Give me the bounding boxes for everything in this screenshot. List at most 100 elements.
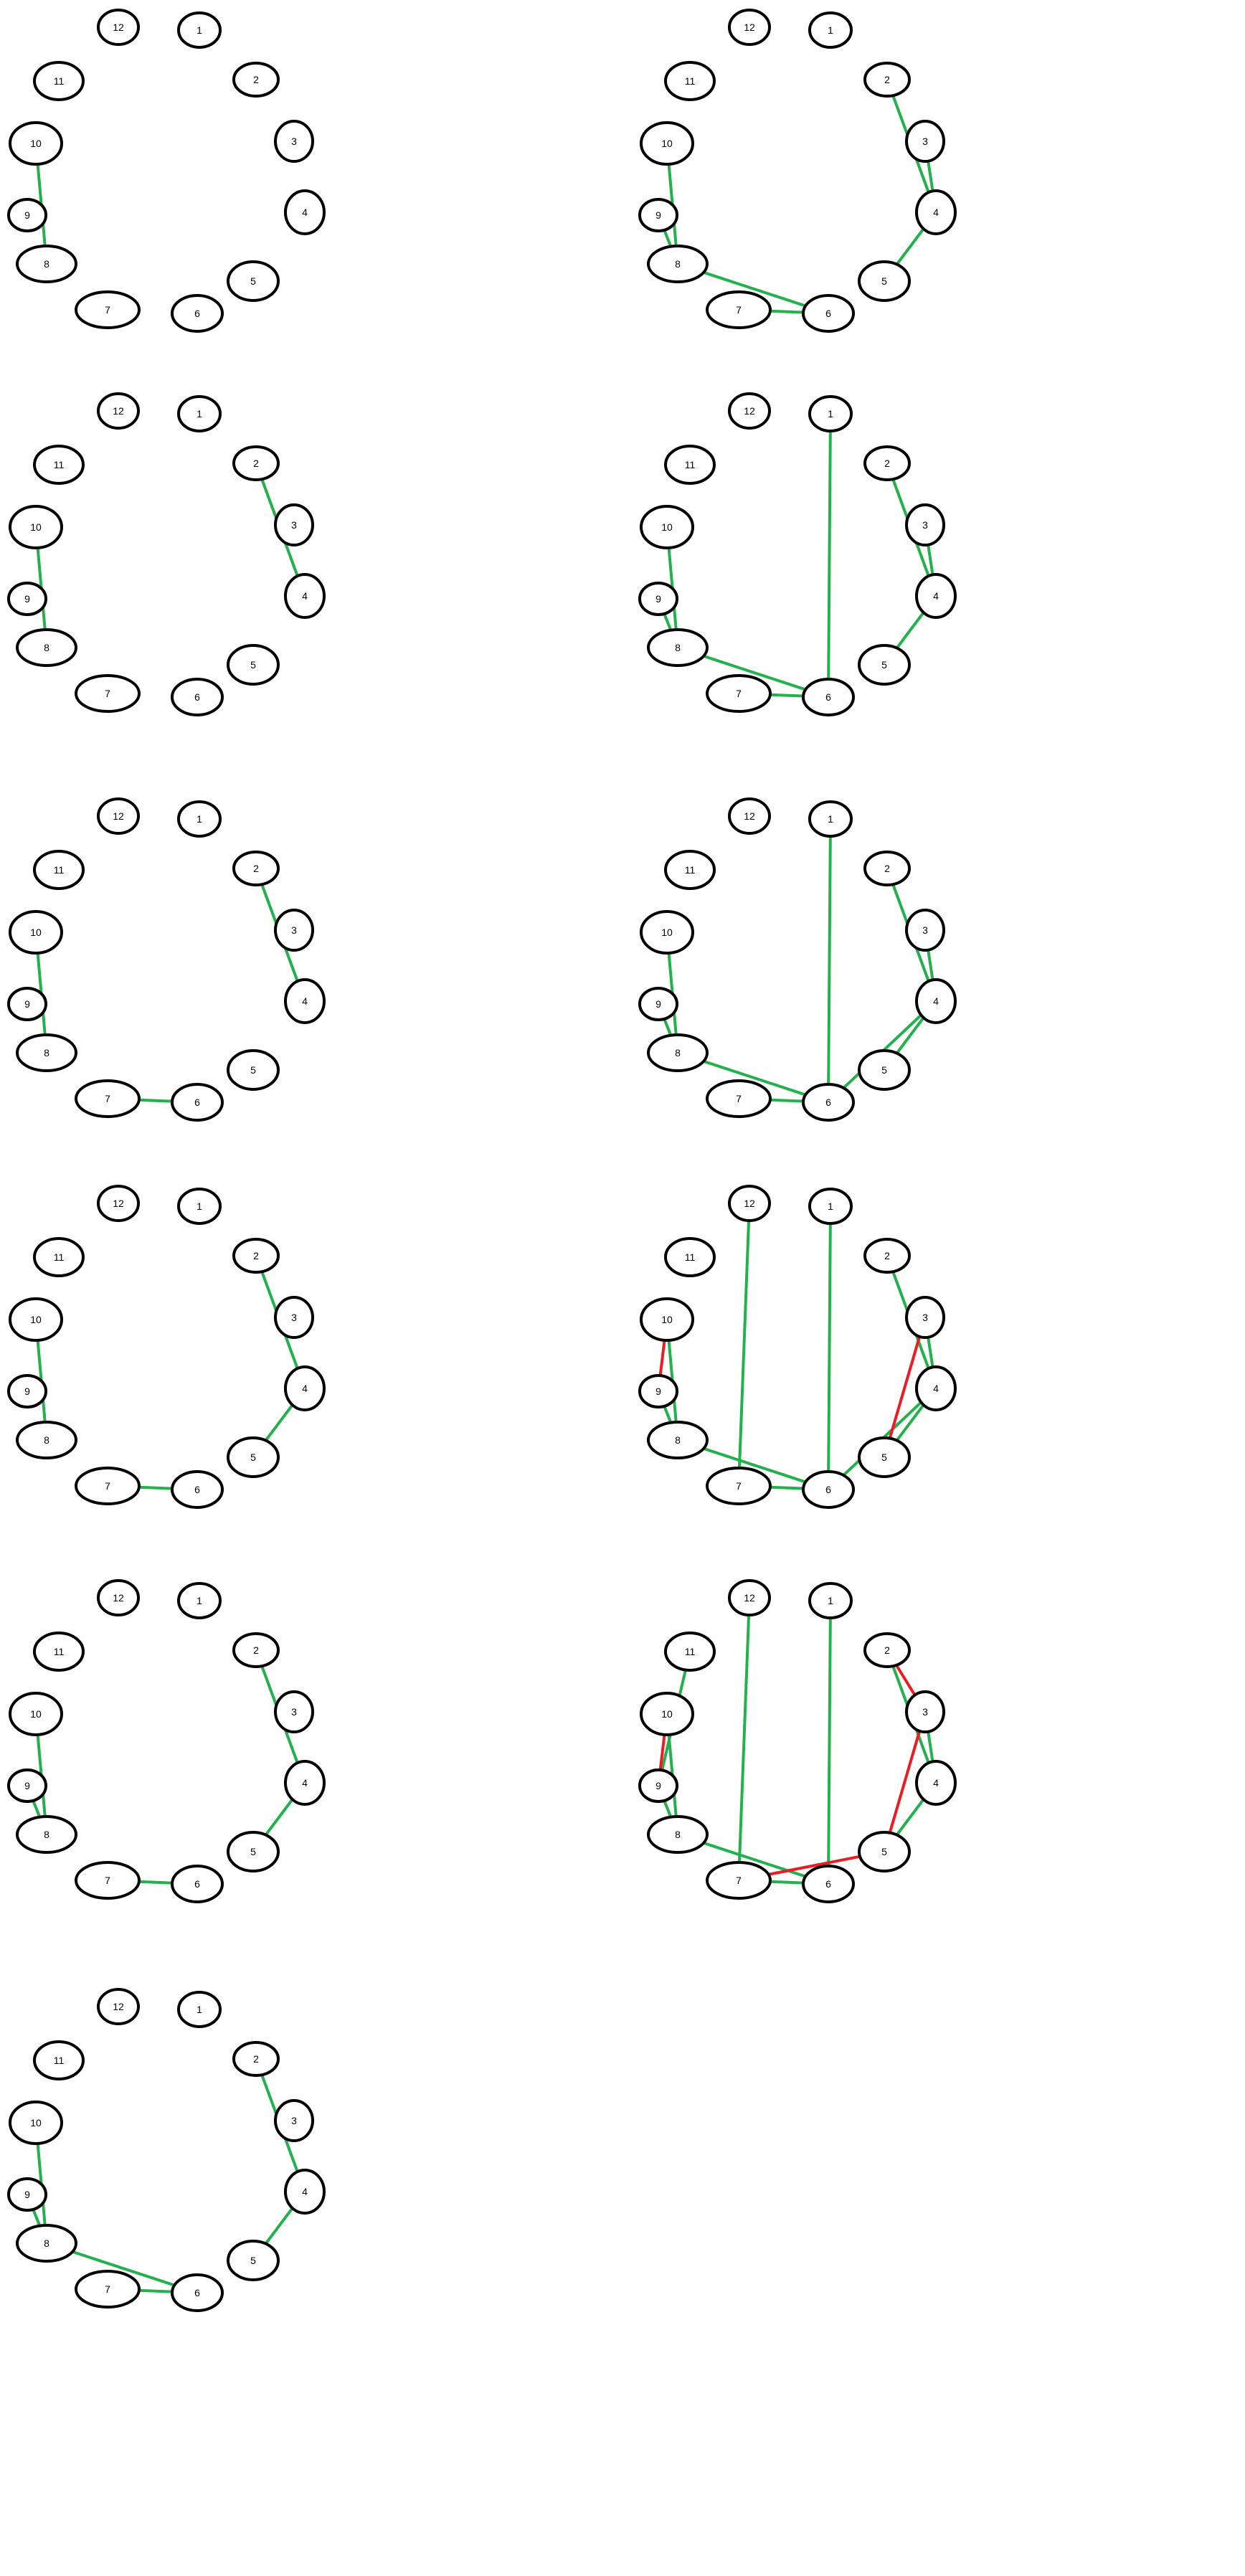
node-label: 7	[105, 1093, 110, 1104]
node-6: 6	[802, 1865, 855, 1903]
node-circle	[227, 644, 280, 686]
node-circle	[33, 1237, 85, 1277]
node-circle	[97, 1185, 140, 1222]
node-8: 8	[647, 245, 709, 283]
node-9: 9	[7, 582, 47, 616]
node-circle	[802, 1865, 855, 1903]
node-8: 8	[16, 245, 77, 283]
node-3: 3	[274, 120, 314, 163]
node-5: 5	[858, 1049, 911, 1091]
node-circle	[284, 978, 326, 1024]
node-9: 9	[638, 1768, 678, 1803]
node-10: 10	[9, 505, 63, 549]
node-label: 7	[105, 1480, 110, 1492]
node-9: 9	[638, 1374, 678, 1408]
node-label: 8	[44, 1829, 49, 1840]
node-4: 4	[284, 978, 326, 1024]
node-label: 2	[253, 1250, 259, 1261]
node-11: 11	[33, 850, 85, 890]
node-label: 9	[24, 2189, 30, 2200]
node-label: 6	[194, 308, 200, 319]
node-3: 3	[905, 1690, 945, 1733]
node-circle	[9, 1297, 63, 1342]
node-label: 1	[197, 2004, 202, 2015]
node-1: 1	[177, 11, 222, 49]
node-10: 10	[640, 1692, 694, 1736]
node-10: 10	[9, 910, 63, 955]
edge-12-7	[737, 1596, 751, 1882]
node-circle	[232, 1632, 280, 1668]
node-1: 1	[177, 1188, 222, 1225]
node-label: 10	[661, 521, 673, 533]
node-3: 3	[274, 1690, 314, 1733]
node-circle	[858, 1831, 911, 1872]
node-circle	[284, 2169, 326, 2215]
node-2: 2	[232, 851, 280, 886]
node-12: 12	[728, 1579, 771, 1616]
node-label: 5	[250, 1452, 256, 1463]
node-circle	[728, 392, 771, 430]
node-2: 2	[863, 62, 911, 98]
node-label: 5	[250, 1064, 256, 1076]
node-circle	[274, 1296, 314, 1339]
node-2: 2	[232, 1632, 280, 1668]
node-7: 7	[75, 1861, 141, 1900]
node-label: 2	[884, 1644, 890, 1656]
node-circle	[664, 850, 716, 890]
node-label: 5	[881, 275, 887, 287]
edge-12-7	[737, 1202, 751, 1487]
node-circle	[728, 1185, 771, 1222]
node-circle	[284, 1365, 326, 1411]
node-3: 3	[274, 909, 314, 952]
node-label: 5	[881, 1452, 887, 1463]
node-1: 1	[808, 1188, 853, 1225]
node-8: 8	[16, 1815, 77, 1854]
node-label: 12	[744, 405, 755, 417]
node-3: 3	[274, 1296, 314, 1339]
node-circle	[863, 62, 911, 98]
node-circle	[227, 1049, 280, 1091]
node-9: 9	[7, 198, 47, 232]
node-6: 6	[171, 1083, 224, 1122]
node-9: 9	[7, 1768, 47, 1803]
node-label: 11	[54, 864, 65, 876]
node-7: 7	[75, 290, 141, 329]
node-label: 11	[685, 459, 696, 470]
node-circle	[808, 1582, 853, 1619]
node-circle	[915, 573, 957, 619]
node-circle	[802, 1470, 855, 1509]
node-2: 2	[863, 1238, 911, 1274]
node-circle	[808, 395, 853, 432]
node-label: 1	[828, 813, 833, 825]
node-label: 10	[661, 1708, 673, 1720]
node-label: 8	[44, 258, 49, 270]
edge-1-6	[827, 412, 832, 699]
node-label: 7	[105, 688, 110, 699]
node-8: 8	[16, 1421, 77, 1459]
node-8: 8	[647, 628, 709, 667]
node-1: 1	[177, 395, 222, 432]
node-circle	[284, 189, 326, 235]
node-4: 4	[915, 573, 957, 619]
node-label: 3	[291, 136, 297, 147]
node-9: 9	[638, 987, 678, 1021]
node-circle	[97, 392, 140, 430]
node-7: 7	[75, 674, 141, 713]
node-label: 7	[105, 304, 110, 316]
node-circle	[664, 1237, 716, 1277]
node-circle	[171, 1083, 224, 1122]
node-circle	[274, 1690, 314, 1733]
node-circle	[647, 628, 709, 667]
node-label: 6	[825, 1878, 831, 1890]
node-3: 3	[274, 2099, 314, 2142]
node-circle	[75, 1467, 141, 1505]
node-label: 3	[291, 1312, 297, 1323]
node-label: 12	[744, 810, 755, 822]
node-label: 1	[828, 24, 833, 36]
node-5: 5	[858, 1436, 911, 1478]
